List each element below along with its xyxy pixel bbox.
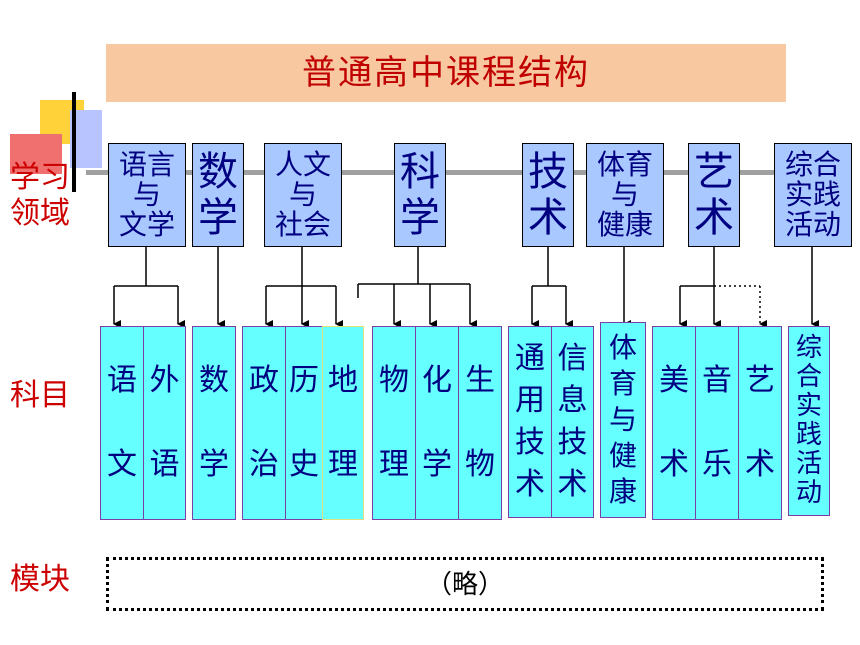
subject-label: 地 理 [328,363,358,482]
subject-label: 历 史 [289,363,319,482]
subject-math: 数 学 [192,326,236,520]
domain-label: 科 学 [400,149,440,241]
subject-label: 政 治 [249,363,279,482]
decor-vertical-line [72,92,76,192]
subject-biology: 生 物 [458,326,502,520]
subject-label: 生 物 [465,363,495,482]
domain-label: 技 术 [528,149,568,241]
subject-label: 体 育 与 健 康 [608,331,637,508]
domain-label: 数 学 [198,149,238,241]
row-label-module: 模块 [10,562,70,597]
domain-math: 数 学 [192,143,244,247]
subject-comprehensive-practice: 综 合 实 践 活 动 [788,326,830,516]
row-label-subject: 科目 [10,378,70,413]
subject-label: 信 息 技 术 [557,341,588,502]
subject-information-technology: 信 息 技 术 [551,326,594,518]
subject-label: 外 语 [149,363,180,482]
subject-label: 化 学 [422,363,452,482]
subject-label: 通 用 技 术 [515,341,545,502]
domain-label: 语言 与 文学 [118,148,175,241]
subject-label: 艺 术 [745,363,775,482]
row-label-domain: 学习 领域 [10,160,70,231]
page-title: 普通高中课程结构 [106,44,786,102]
domain-label: 人文 与 社会 [274,148,331,241]
subject-chemistry: 化 学 [415,326,459,520]
subject-music: 音 乐 [695,326,739,520]
domain-comprehensive-practice: 综合 实践 活动 [774,143,852,247]
domain-technology: 技 术 [522,143,574,247]
subject-fine-arts: 美 术 [652,326,696,520]
subject-label: 语 文 [107,363,137,482]
subject-geography: 地 理 [322,326,364,520]
domain-label: 体育 与 健康 [596,148,653,241]
domain-pe-health: 体育 与 健康 [586,143,664,247]
subject-label: 综 合 实 践 活 动 [795,333,822,508]
subject-label: 物 理 [379,363,409,482]
domain-language-literature: 语言 与 文学 [108,143,186,247]
subject-art: 艺 术 [738,326,782,520]
subject-chinese: 语 文 [100,326,144,520]
subject-foreign-language: 外 语 [143,326,186,520]
module-placeholder: （略） [106,557,824,611]
subject-politics: 政 治 [242,326,286,520]
decor-red-square [10,134,62,174]
subject-label: 数 学 [199,363,229,482]
subject-physics: 物 理 [372,326,416,520]
subject-pe-health: 体 育 与 健 康 [600,322,646,518]
domain-humanities-society: 人文 与 社会 [264,143,342,247]
subject-label: 美 术 [659,363,689,482]
domain-science: 科 学 [394,143,446,247]
subject-general-technology: 通 用 技 术 [508,326,552,518]
domain-label: 艺 术 [694,149,734,241]
subject-history: 历 史 [285,326,323,520]
subject-label: 音 乐 [702,363,732,482]
domain-art: 艺 术 [688,143,740,247]
domain-label: 综合 实践 活动 [784,148,841,241]
